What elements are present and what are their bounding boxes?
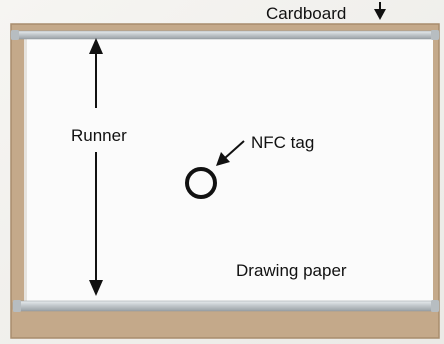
- runner-arrow: [89, 38, 103, 296]
- nfc-tag-label: NFC tag: [251, 133, 315, 152]
- top-runner-rail: [10, 30, 440, 40]
- top-runner-end-right: [431, 30, 439, 40]
- top-runner-end-left: [11, 30, 19, 40]
- drawing-paper: [24, 37, 433, 306]
- paper-shadow-left: [24, 37, 27, 306]
- runner-label: Runner: [71, 126, 127, 145]
- cardboard-arrow: [374, 2, 386, 20]
- nfc-tag-arrow: [216, 140, 245, 166]
- cardboard-edge-shade: [10, 23, 440, 339]
- bottom-runner-end-left: [13, 300, 21, 312]
- cardboard-label: Cardboard: [266, 4, 347, 23]
- nfc-tag-marker: [185, 167, 217, 199]
- bottom-runner-rail: [12, 300, 440, 312]
- drawing-paper-label: Drawing paper: [236, 261, 347, 280]
- bottom-runner-end-right: [431, 300, 439, 312]
